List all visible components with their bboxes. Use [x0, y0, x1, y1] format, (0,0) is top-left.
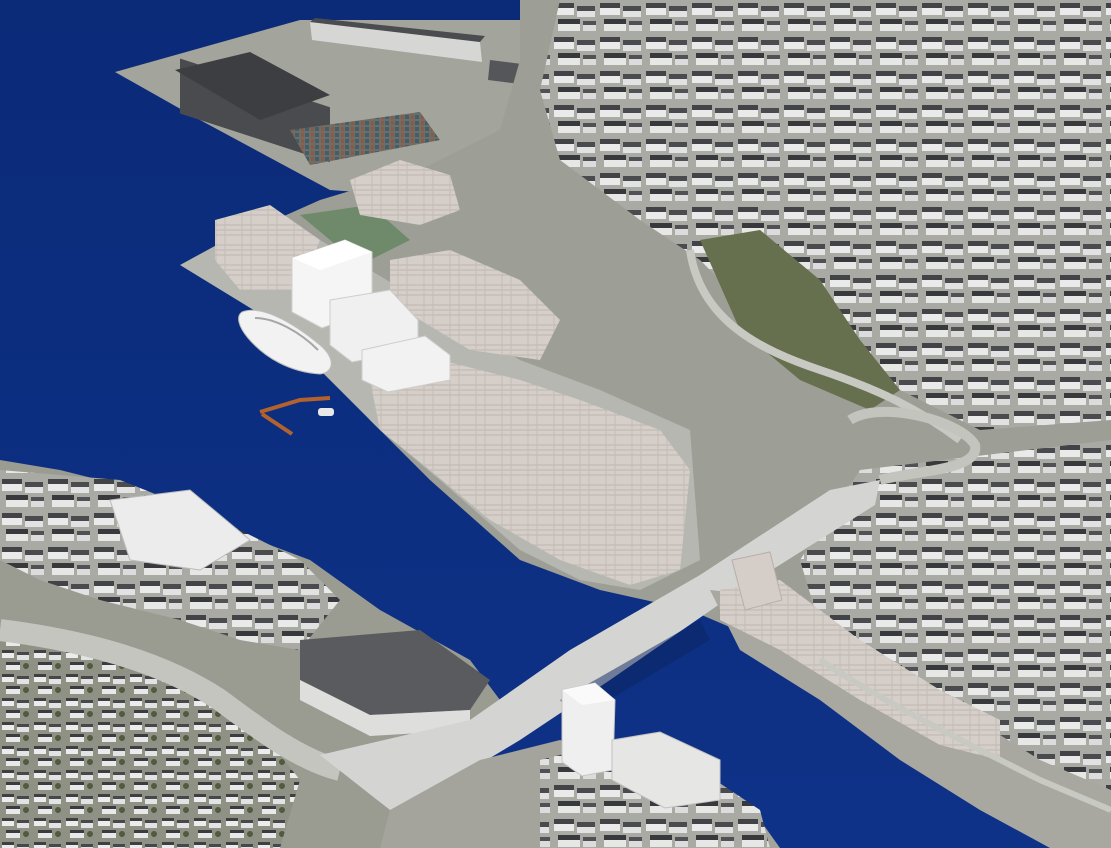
ring-road — [847, 406, 981, 485]
container-yard — [290, 112, 440, 165]
southwest-houses — [0, 640, 300, 848]
new-tower-1-top — [292, 240, 372, 270]
small-boat — [318, 408, 334, 416]
planned-block-mid — [390, 250, 560, 360]
east-waterfront-road — [818, 657, 1111, 813]
shopping-center-roof — [109, 489, 251, 571]
warehouse-southwest-front — [300, 680, 470, 736]
hillside-park — [700, 230, 900, 410]
terminal-shed-roof — [310, 18, 485, 42]
cruise-ship-deck — [254, 317, 319, 351]
tower-block-south-top — [562, 683, 615, 705]
terminal-shed — [310, 22, 482, 62]
southeast-planned-row — [720, 580, 1000, 760]
wooden-pier-arm — [260, 412, 294, 436]
planned-highrise-bridge — [731, 551, 783, 611]
southwest-highway — [0, 619, 343, 781]
cruise-ship — [238, 309, 332, 375]
city-roofs-north — [540, 0, 1111, 430]
planned-blocks — [370, 360, 690, 585]
city-roofs-east — [800, 440, 1111, 848]
park-square-green — [300, 205, 410, 265]
terminal-warehouse-roof — [175, 52, 330, 120]
planned-block-upper — [350, 160, 460, 225]
warehouse-southwest — [300, 630, 490, 715]
office-block-south — [611, 731, 721, 809]
wooden-pier — [259, 396, 331, 414]
new-tower-3 — [361, 335, 451, 393]
